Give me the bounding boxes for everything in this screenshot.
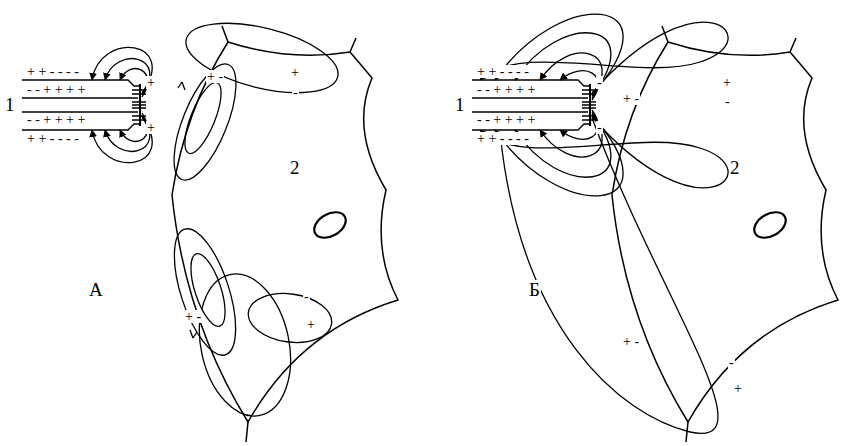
part-number: 2	[729, 158, 741, 178]
charge-sign: -	[292, 86, 299, 99]
charge-sign: +	[306, 318, 316, 331]
charge-signs: - - + + + +	[26, 113, 86, 126]
part-number: 1	[454, 95, 466, 115]
charge-sign: -	[303, 290, 310, 303]
charge-signs: - - + + + +	[476, 113, 536, 126]
charge-sign: +	[146, 76, 156, 89]
charge-signs: - - + + + +	[476, 83, 536, 96]
charge-sign: +	[146, 121, 156, 134]
charge-signs: + + - - - -	[26, 65, 80, 78]
charge-sign: -	[596, 76, 603, 89]
charge-signs: + + - - - -	[476, 132, 530, 145]
charge-sign: -	[728, 356, 735, 369]
charge-sign: -	[596, 121, 603, 134]
charge-signs: + -	[622, 335, 640, 348]
cell-node: 2	[165, 30, 410, 444]
charge-sign: +	[733, 382, 743, 395]
charge-signs: + + - - - -	[476, 65, 530, 78]
cell-outline	[165, 30, 410, 444]
charge-sign: +	[290, 66, 300, 79]
charge-signs: + -	[184, 310, 202, 323]
cell-node: 2	[605, 30, 857, 446]
panel-letter: A	[88, 280, 104, 300]
charge-sign: -	[724, 95, 731, 108]
panel-letter: Б	[528, 280, 541, 300]
charge-signs: + + - - - -	[26, 132, 80, 145]
charge-signs: + -	[622, 92, 640, 105]
cell-outline	[605, 30, 857, 446]
charge-sign: +	[722, 76, 732, 89]
part-number: 2	[289, 158, 301, 178]
charge-signs: - - + + + +	[26, 83, 86, 96]
part-number: 1	[4, 95, 16, 115]
charge-signs: + -	[206, 70, 224, 83]
